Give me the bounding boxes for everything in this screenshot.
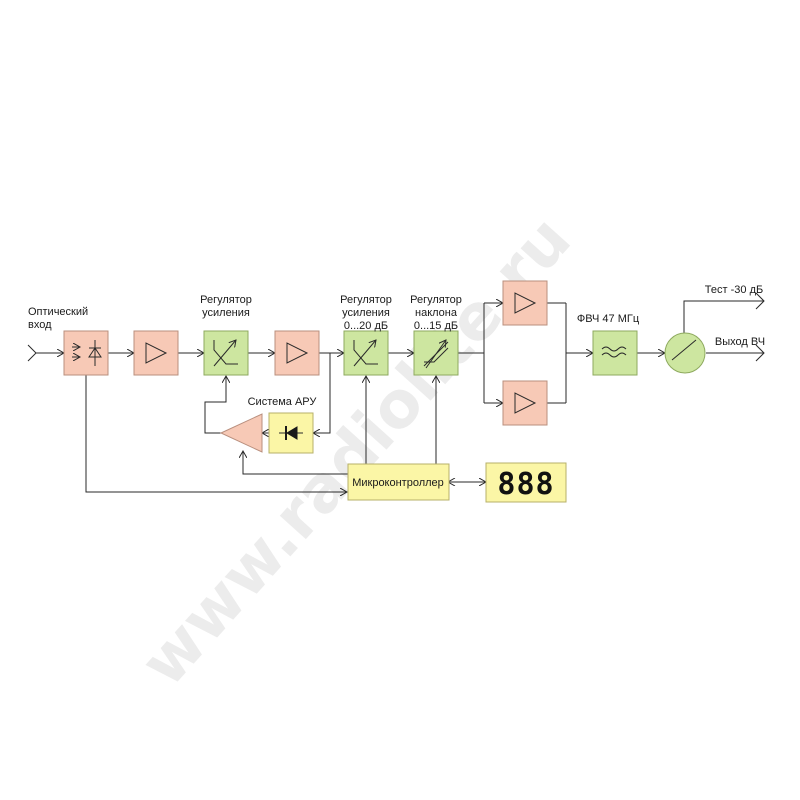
gain-regulator-1-label-line2: усиления [202, 307, 250, 319]
amplifier-2 [274, 330, 320, 376]
display-block: 888 [485, 462, 567, 503]
amplifier-icon [514, 292, 537, 314]
microcontroller-block: Микроконтроллер [347, 463, 450, 501]
tilt-regulator [413, 330, 459, 376]
rf-output-label: Выход ВЧ [715, 336, 765, 348]
adjustable-attenuator-icon [213, 340, 238, 367]
microcontroller-label: Микроконтроллер [352, 477, 444, 489]
photodetector-block [63, 330, 109, 376]
gain-regulator-2 [343, 330, 389, 376]
watermark: www.radiolite.ru [127, 203, 586, 701]
tilt-regulator-label-line3: 0...15 дБ [414, 320, 458, 332]
output-amplifier-bottom [502, 380, 548, 426]
display-digits: 888 [497, 467, 554, 502]
gain-regulator-1 [203, 330, 249, 376]
amplifier-1 [133, 330, 179, 376]
wires [27, 292, 765, 492]
amplifier-icon [286, 342, 309, 364]
photodiode-icon [72, 340, 102, 366]
directional-coupler [664, 332, 706, 374]
gain-regulator-1-label-line1: Регулятор [200, 294, 252, 306]
adjustable-attenuator-icon [353, 340, 378, 367]
output-amplifier-top [502, 280, 548, 326]
diode-icon [279, 426, 303, 440]
amplifier-icon [145, 342, 168, 364]
agc-label: Система АРУ [248, 396, 318, 408]
filter-icon [601, 346, 627, 358]
gain-regulator-2-label-line2: усиления [342, 307, 390, 319]
optical-input-label-line1: Оптический [28, 306, 88, 318]
tilt-regulator-label-line2: наклона [415, 307, 458, 319]
test-output-label: Тест -30 дБ [705, 284, 763, 296]
optical-input-label-line2: вход [28, 319, 52, 331]
amplifier-icon [514, 392, 537, 414]
tilt-regulator-label-line1: Регулятор [410, 294, 462, 306]
adjustable-equalizer-icon [423, 340, 449, 369]
gain-regulator-2-label-line1: Регулятор [340, 294, 392, 306]
hpf-label: ФВЧ 47 МГц [577, 313, 640, 325]
agc-amplifier [219, 413, 263, 453]
agc-detector [268, 412, 314, 454]
high-pass-filter [592, 330, 638, 376]
gain-regulator-2-label-line3: 0...20 дБ [344, 320, 388, 332]
